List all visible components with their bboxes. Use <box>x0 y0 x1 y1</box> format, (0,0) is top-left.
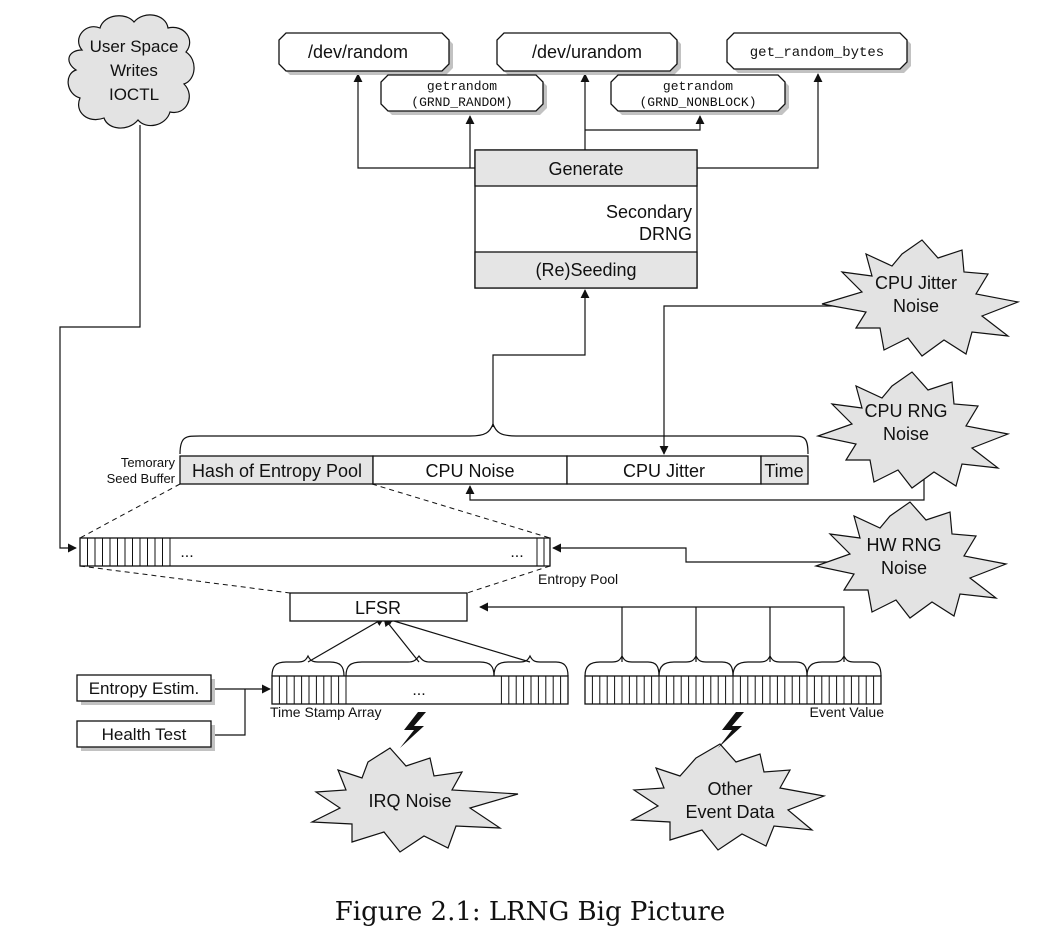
figure-caption: Figure 2.1: LRNG Big Picture <box>335 897 726 927</box>
cloud-line-1: User Space <box>90 37 179 56</box>
getrandom-grnd-nonblock-box: getrandom (GRND_NONBLOCK) <box>610 74 789 115</box>
entropy-pool-label: Entropy Pool <box>538 571 618 587</box>
lfsr-block: LFSR <box>289 592 468 622</box>
event-lightning-icon <box>718 712 744 748</box>
getrandom-random-line-1: getrandom <box>427 79 497 94</box>
hw-rng-noise-burst: HW RNG Noise <box>813 501 1009 619</box>
entropy-pool-cells-left <box>87 538 171 566</box>
dev-urandom-box: /dev/urandom <box>496 32 681 75</box>
entropy-estim-label: Entropy Estim. <box>89 679 200 698</box>
cloud-line-2: Writes <box>110 61 158 80</box>
cpu-rng-noise-line-1: CPU RNG <box>864 401 947 421</box>
seed-buffer-label-1: Temorary <box>121 455 176 470</box>
health-test-box: Health Test <box>76 720 215 751</box>
dev-random-box: /dev/random <box>278 32 453 75</box>
getrandom-nonblock-line-1: getrandom <box>663 79 733 94</box>
irq-noise-burst: IRQ Noise <box>309 747 519 853</box>
seed-cell-time <box>760 455 809 485</box>
dev-random-label: /dev/random <box>308 42 408 62</box>
user-space-cloud: User Space Writes IOCTL <box>67 14 195 129</box>
get-random-bytes-box: get_random_bytes <box>726 32 911 73</box>
seeding-label: (Re)Seeding <box>535 260 636 280</box>
hw-rng-noise-line-1: HW RNG <box>867 535 942 555</box>
cpu-jitter-noise-line-2: Noise <box>893 296 939 316</box>
braces <box>179 422 882 677</box>
getrandom-random-line-2: (GRND_RANDOM) <box>411 95 512 110</box>
event-value-cells <box>591 676 882 704</box>
seed-cell-cpu-jitter-label: CPU Jitter <box>623 461 705 481</box>
health-test-label: Health Test <box>102 725 187 744</box>
entropy-estim-box: Entropy Estim. <box>76 674 215 705</box>
hw-rng-noise-line-2: Noise <box>881 558 927 578</box>
generate-label: Generate <box>548 159 623 179</box>
entropy-pool-ellipsis-left: ... <box>180 544 193 561</box>
drng-name-line-1: Secondary <box>606 202 692 222</box>
secondary-drng: Generate Secondary DRNG (Re)Seeding <box>474 149 698 289</box>
time-stamp-cells-right <box>500 676 569 704</box>
seed-cell-cpu-noise-label: CPU Noise <box>425 461 514 481</box>
seed-buffer-label-2: Seed Buffer <box>107 471 176 486</box>
generate-block <box>474 149 698 187</box>
event-value-array: Event Value <box>584 675 885 720</box>
lfsr-label: LFSR <box>355 598 401 618</box>
getrandom-nonblock-line-2: (GRND_NONBLOCK) <box>639 95 756 110</box>
seed-cell-cpu-jitter <box>566 455 762 485</box>
seed-cell-hash-label: Hash of Entropy Pool <box>192 461 362 481</box>
cpu-jitter-noise-line-1: CPU Jitter <box>875 273 957 293</box>
entropy-pool-ellipsis-right: ... <box>510 544 523 561</box>
cpu-rng-noise-line-2: Noise <box>883 424 929 444</box>
irq-lightning-icon <box>400 712 426 748</box>
event-value-label: Event Value <box>810 704 885 720</box>
other-event-data-burst: Other Event Data <box>629 743 827 851</box>
getrandom-grnd-random-box: getrandom (GRND_RANDOM) <box>380 74 547 115</box>
cpu-jitter-noise-burst: CPU Jitter Noise <box>821 239 1021 357</box>
drng-name-line-2: DRNG <box>639 224 692 244</box>
other-event-line-1: Other <box>707 779 752 799</box>
seed-cell-time-label: Time <box>764 461 803 481</box>
time-stamp-array-label: Time Stamp Array <box>270 704 382 720</box>
time-stamp-cells-left <box>278 676 347 704</box>
dev-urandom-label: /dev/urandom <box>532 42 642 62</box>
time-stamp-array: ... Time Stamp Array <box>270 675 569 720</box>
seed-cell-hash <box>179 455 374 485</box>
entropy-pool-cells-right <box>536 538 551 566</box>
other-event-line-2: Event Data <box>685 802 775 822</box>
seeding-block <box>474 251 698 289</box>
cpu-rng-noise-burst: CPU RNG Noise <box>815 371 1011 489</box>
time-stamp-ellipsis: ... <box>412 682 425 699</box>
entropy-pool: ... ... Entropy Pool <box>79 537 618 587</box>
cloud-line-3: IOCTL <box>109 85 159 104</box>
temporary-seed-buffer: Temorary Seed Buffer Hash of Entropy Poo… <box>107 455 809 486</box>
irq-noise-label: IRQ Noise <box>368 791 451 811</box>
get-random-bytes-label: get_random_bytes <box>750 45 884 61</box>
